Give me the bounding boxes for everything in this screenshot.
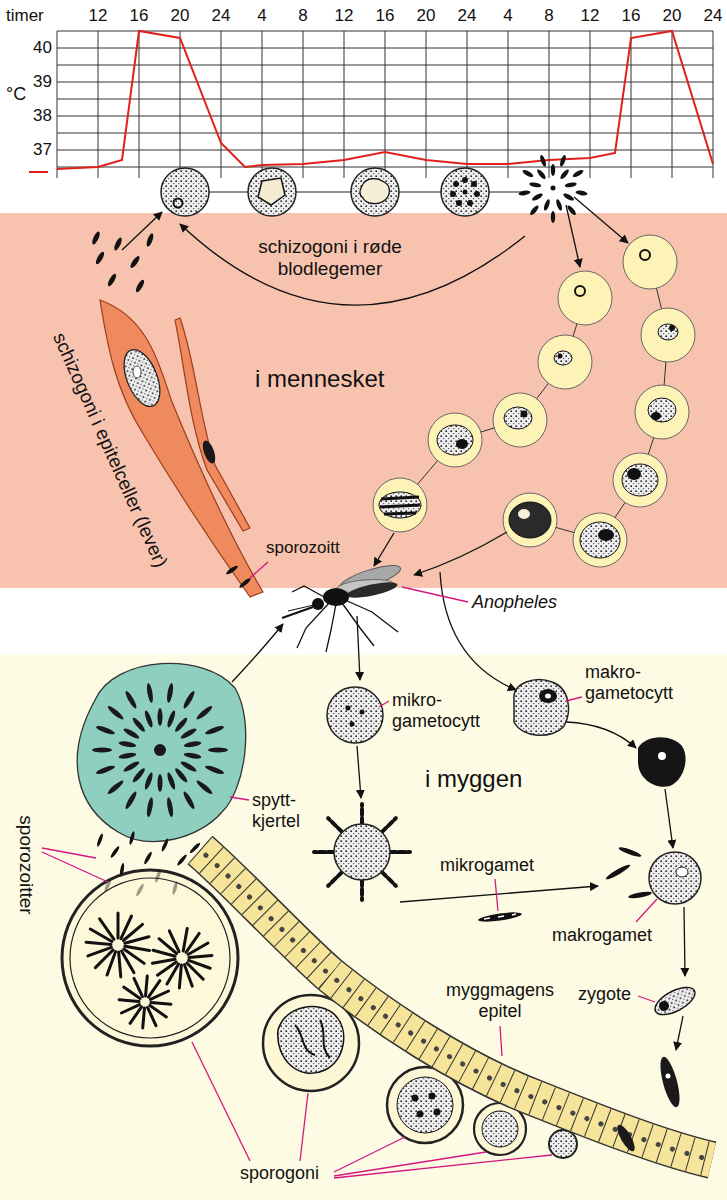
stage-label: makro- gametocytt [585, 662, 690, 703]
time-tick: 20 [417, 6, 436, 26]
temperature-curve [29, 31, 713, 172]
species-label: Anopheles [472, 592, 557, 613]
time-tick: 12 [335, 6, 354, 26]
stage-label: makrogamet [552, 925, 652, 946]
time-tick: 16 [622, 6, 641, 26]
time-tick: 4 [503, 6, 512, 26]
axis-title: °C [6, 84, 26, 105]
region-label: i myggen [425, 765, 522, 793]
process-label: sporogoni [240, 1163, 319, 1184]
temperature-tick: 40 [33, 38, 52, 58]
stage-label: mikro- gametocytt [392, 690, 497, 731]
temperature-grid [57, 31, 713, 178]
stage-label: zygote [578, 984, 631, 1005]
stage-label: sporozoitt [266, 538, 340, 558]
region-label: i mennesket [255, 365, 384, 393]
time-tick: 24 [704, 6, 723, 26]
time-tick: 4 [257, 6, 266, 26]
time-tick: 16 [130, 6, 149, 26]
time-tick: 16 [376, 6, 395, 26]
stage-label: sporozoitter [15, 815, 37, 914]
time-tick: 8 [544, 6, 553, 26]
time-tick: 12 [89, 6, 108, 26]
time-tick: 8 [298, 6, 307, 26]
organ-label: spytt- kjertel [252, 790, 324, 831]
axis-title: timer [6, 6, 44, 26]
time-tick: 20 [171, 6, 190, 26]
time-tick: 12 [581, 6, 600, 26]
temperature-tick: 38 [33, 106, 52, 126]
temperature-tick: 39 [33, 72, 52, 92]
bursting-oocyst [62, 870, 238, 1046]
temperature-tick: 37 [33, 140, 52, 160]
time-tick: 24 [212, 6, 231, 26]
process-label: schizogoni i røde blodlegemer [240, 236, 420, 280]
time-tick: 24 [458, 6, 477, 26]
organ-label: myggmagens epitel [440, 980, 560, 1021]
stage-label: mikrogamet [440, 855, 534, 876]
time-tick: 20 [663, 6, 682, 26]
